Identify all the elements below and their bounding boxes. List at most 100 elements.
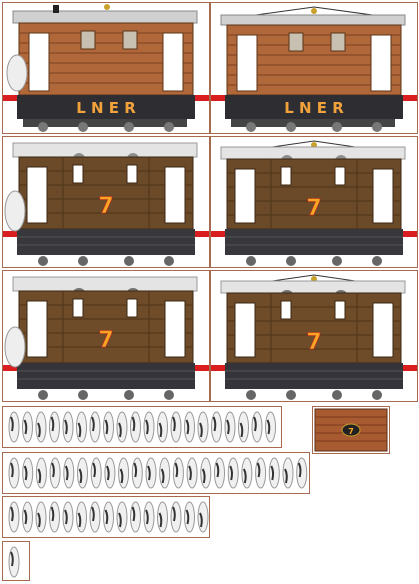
smoke-frame [170,501,182,533]
smoke-frame [89,501,101,533]
smoke-frame [90,457,102,489]
smoke-frame [35,457,47,489]
smoke-frame [116,411,128,443]
sprite-frame-number-alt-no-wires: 7 [2,270,210,402]
sprite-frame-number-no-wires: 7 [2,136,210,268]
engine-number: 7 [306,196,321,221]
smoke-frame [103,501,114,533]
crate-badge-number: 7 [348,427,354,436]
smoke-frame [211,411,222,443]
tram-chimney [53,5,59,13]
smoke-frame [22,411,33,443]
buffer-left [3,95,17,101]
smoke-frame [62,411,74,443]
sprite-strip-row-2 [2,452,310,494]
smoke-frame [145,457,157,489]
tram-bell-icon [104,4,110,10]
smoke-frame [116,501,128,533]
smoke-frame [35,501,47,533]
wooden-crate-sprite: 7 [314,408,388,452]
smoke-frame [241,457,253,489]
engine-number: 7 [98,328,113,353]
smoke-frame [296,457,308,489]
tram-chassis [17,95,195,119]
sprite-strip-3 [8,501,209,533]
tram-engine-number-alt-wires-sprite: 7 [211,274,417,400]
sprite-strip-row-4 [2,541,30,581]
tram-engine-lner-sprite: L N E R [3,4,209,132]
smoke-frame [49,411,60,443]
smoke-frame [8,546,20,578]
smoke-frame [268,457,280,489]
smoke-frame [8,501,20,533]
smoke-frame [130,501,141,533]
smoke-frame [200,457,212,489]
sprite-strip-row-1 [2,406,282,448]
smoke-frame [76,411,87,443]
smoke-frame [172,457,184,489]
smoke-frame [184,501,195,533]
smoke-frame [77,457,88,489]
smoke-frame [49,501,60,533]
tram-engine-number-alt-sprite: 7 [3,276,209,400]
smoke-frame [8,411,20,443]
tram-engine-number-wires-sprite: 7 [211,140,417,266]
smoke-frame [238,411,249,443]
smoke-frame [251,411,263,443]
lner-lettering: L N E R [284,99,344,117]
smoke-frame [157,411,168,443]
smoke-frame [227,457,239,489]
sprite-crate-frame: 7 [312,406,390,454]
tram-overhead-wire [240,6,388,18]
smoke-frame [214,457,225,489]
smoke-frame [265,411,276,443]
buffer-right [195,95,209,101]
tram-chassis [17,229,195,255]
tram-window-left [28,32,50,92]
sprite-strip-row-3 [2,496,210,538]
tram-roof [220,14,406,26]
sprite-frame-lner-no-wires: L N E R [2,2,210,134]
tram-roof [12,10,198,24]
smoke-frame [255,457,267,489]
smoke-frame [197,411,209,443]
smoke-frame [62,501,74,533]
tram-engine-lner-wires-sprite: L N E R [211,6,417,132]
smoke-frame [104,457,116,489]
sprite-strip-4 [8,546,20,578]
tram-roof [12,142,198,158]
smoke-frame [22,501,33,533]
smoke-frame [157,501,168,533]
smoke-frame [118,457,130,489]
smoke-frame [143,501,155,533]
smoke-frame [159,457,171,489]
smoke-frame [22,457,34,489]
sprite-strip-1 [8,411,276,443]
tram-chassis [225,95,403,119]
smoke-frame [76,501,87,533]
smoke-frame [131,457,143,489]
tram-window-upper-right [122,30,138,50]
engine-number: 7 [98,194,113,219]
sprite-frame-lner-wires: L N E R [210,2,418,134]
smoke-frame [130,411,141,443]
smoke-frame [224,411,236,443]
tram-window-upper-left [80,30,96,50]
tram-body [18,156,194,230]
sprite-frame-number-wires: 7 [210,136,418,268]
engine-number: 7 [306,330,321,355]
steam-puff [6,54,28,92]
smoke-frame [197,501,209,533]
tram-engine-number-sprite: 7 [3,142,209,266]
smoke-frame [103,411,114,443]
smoke-frame [49,457,61,489]
smoke-frame [8,457,20,489]
crate-badge-icon [341,423,361,437]
smoke-frame [89,411,101,443]
smoke-frame [35,411,47,443]
smoke-frame [170,411,182,443]
sprite-strip-2 [8,457,308,489]
smoke-frame [184,411,195,443]
sprite-frame-number-alt-wires: 7 [210,270,418,402]
lner-lettering: L N E R [76,99,136,117]
